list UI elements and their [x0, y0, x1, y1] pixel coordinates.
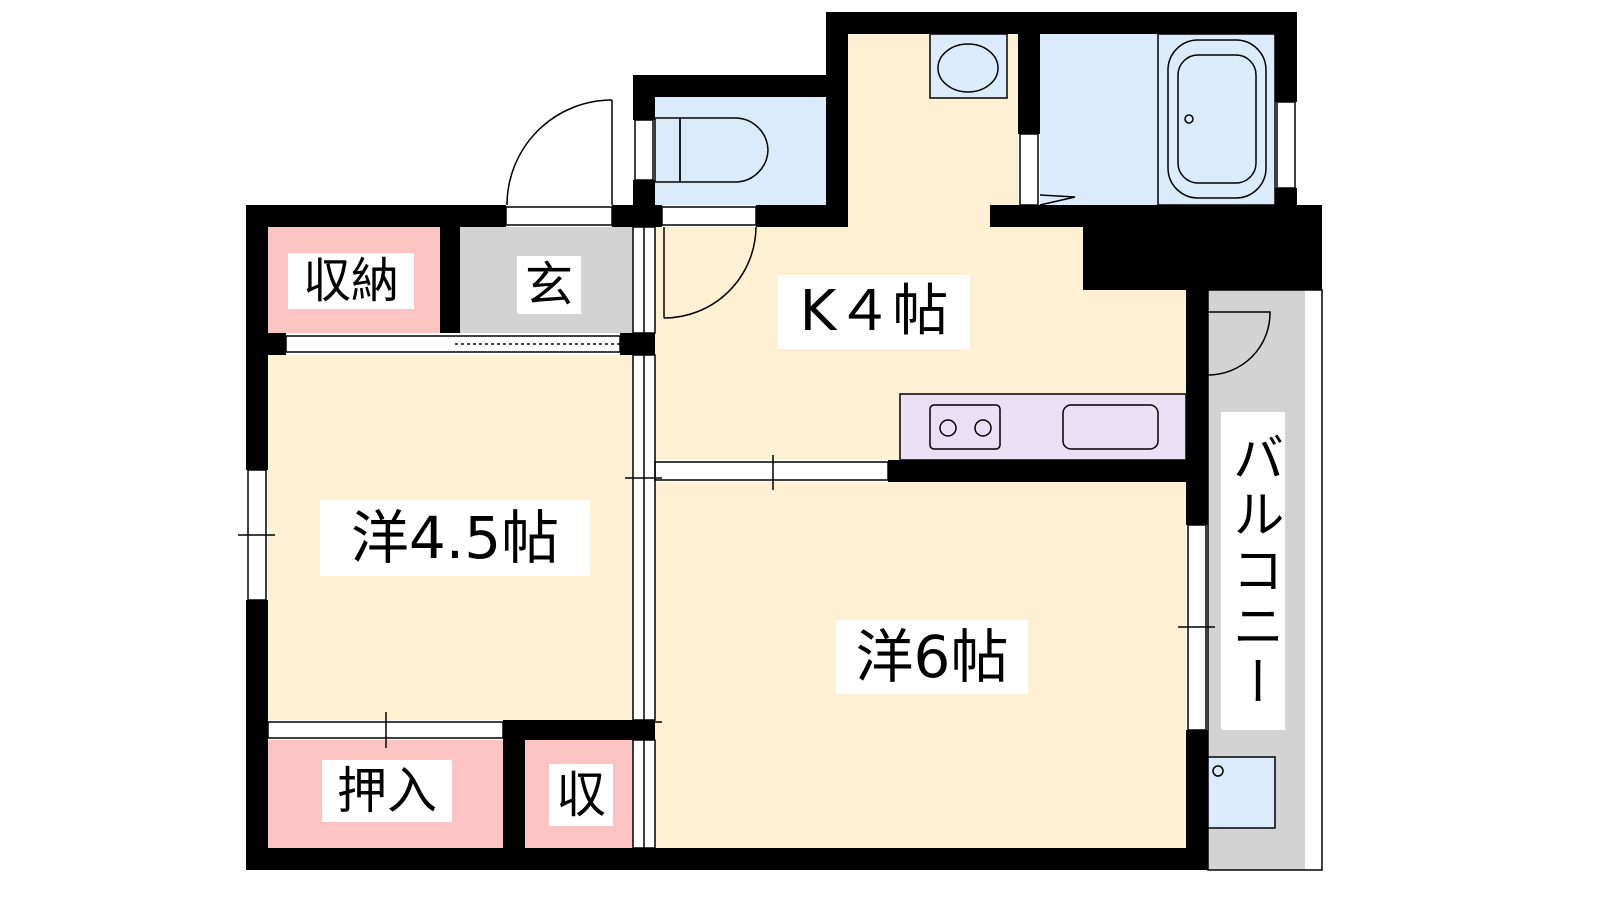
room-label-closet: 押入 [322, 760, 452, 822]
sink-icon [1062, 404, 1159, 450]
room-label-western-4-5: 洋4.5帖 [320, 500, 590, 576]
kitchen-counter [899, 393, 1187, 461]
walls [246, 12, 1322, 870]
room-label-western-6: 洋6帖 [836, 620, 1028, 694]
toilet-floor [655, 97, 826, 205]
balcony-unit-icon [1207, 756, 1276, 829]
room-label-storage: 収納 [288, 253, 414, 309]
room-label-balcony: バルコニー [1221, 412, 1285, 730]
room-label-entrance: 玄 [517, 256, 581, 314]
stove-icon [929, 404, 1001, 450]
room-label-kitchen: K４帖 [778, 275, 970, 349]
bathtub-icon [1157, 33, 1276, 206]
doors-and-partitions [238, 99, 1296, 849]
room-label-small-storage: 収 [549, 764, 613, 826]
toilet-icon [679, 117, 769, 183]
